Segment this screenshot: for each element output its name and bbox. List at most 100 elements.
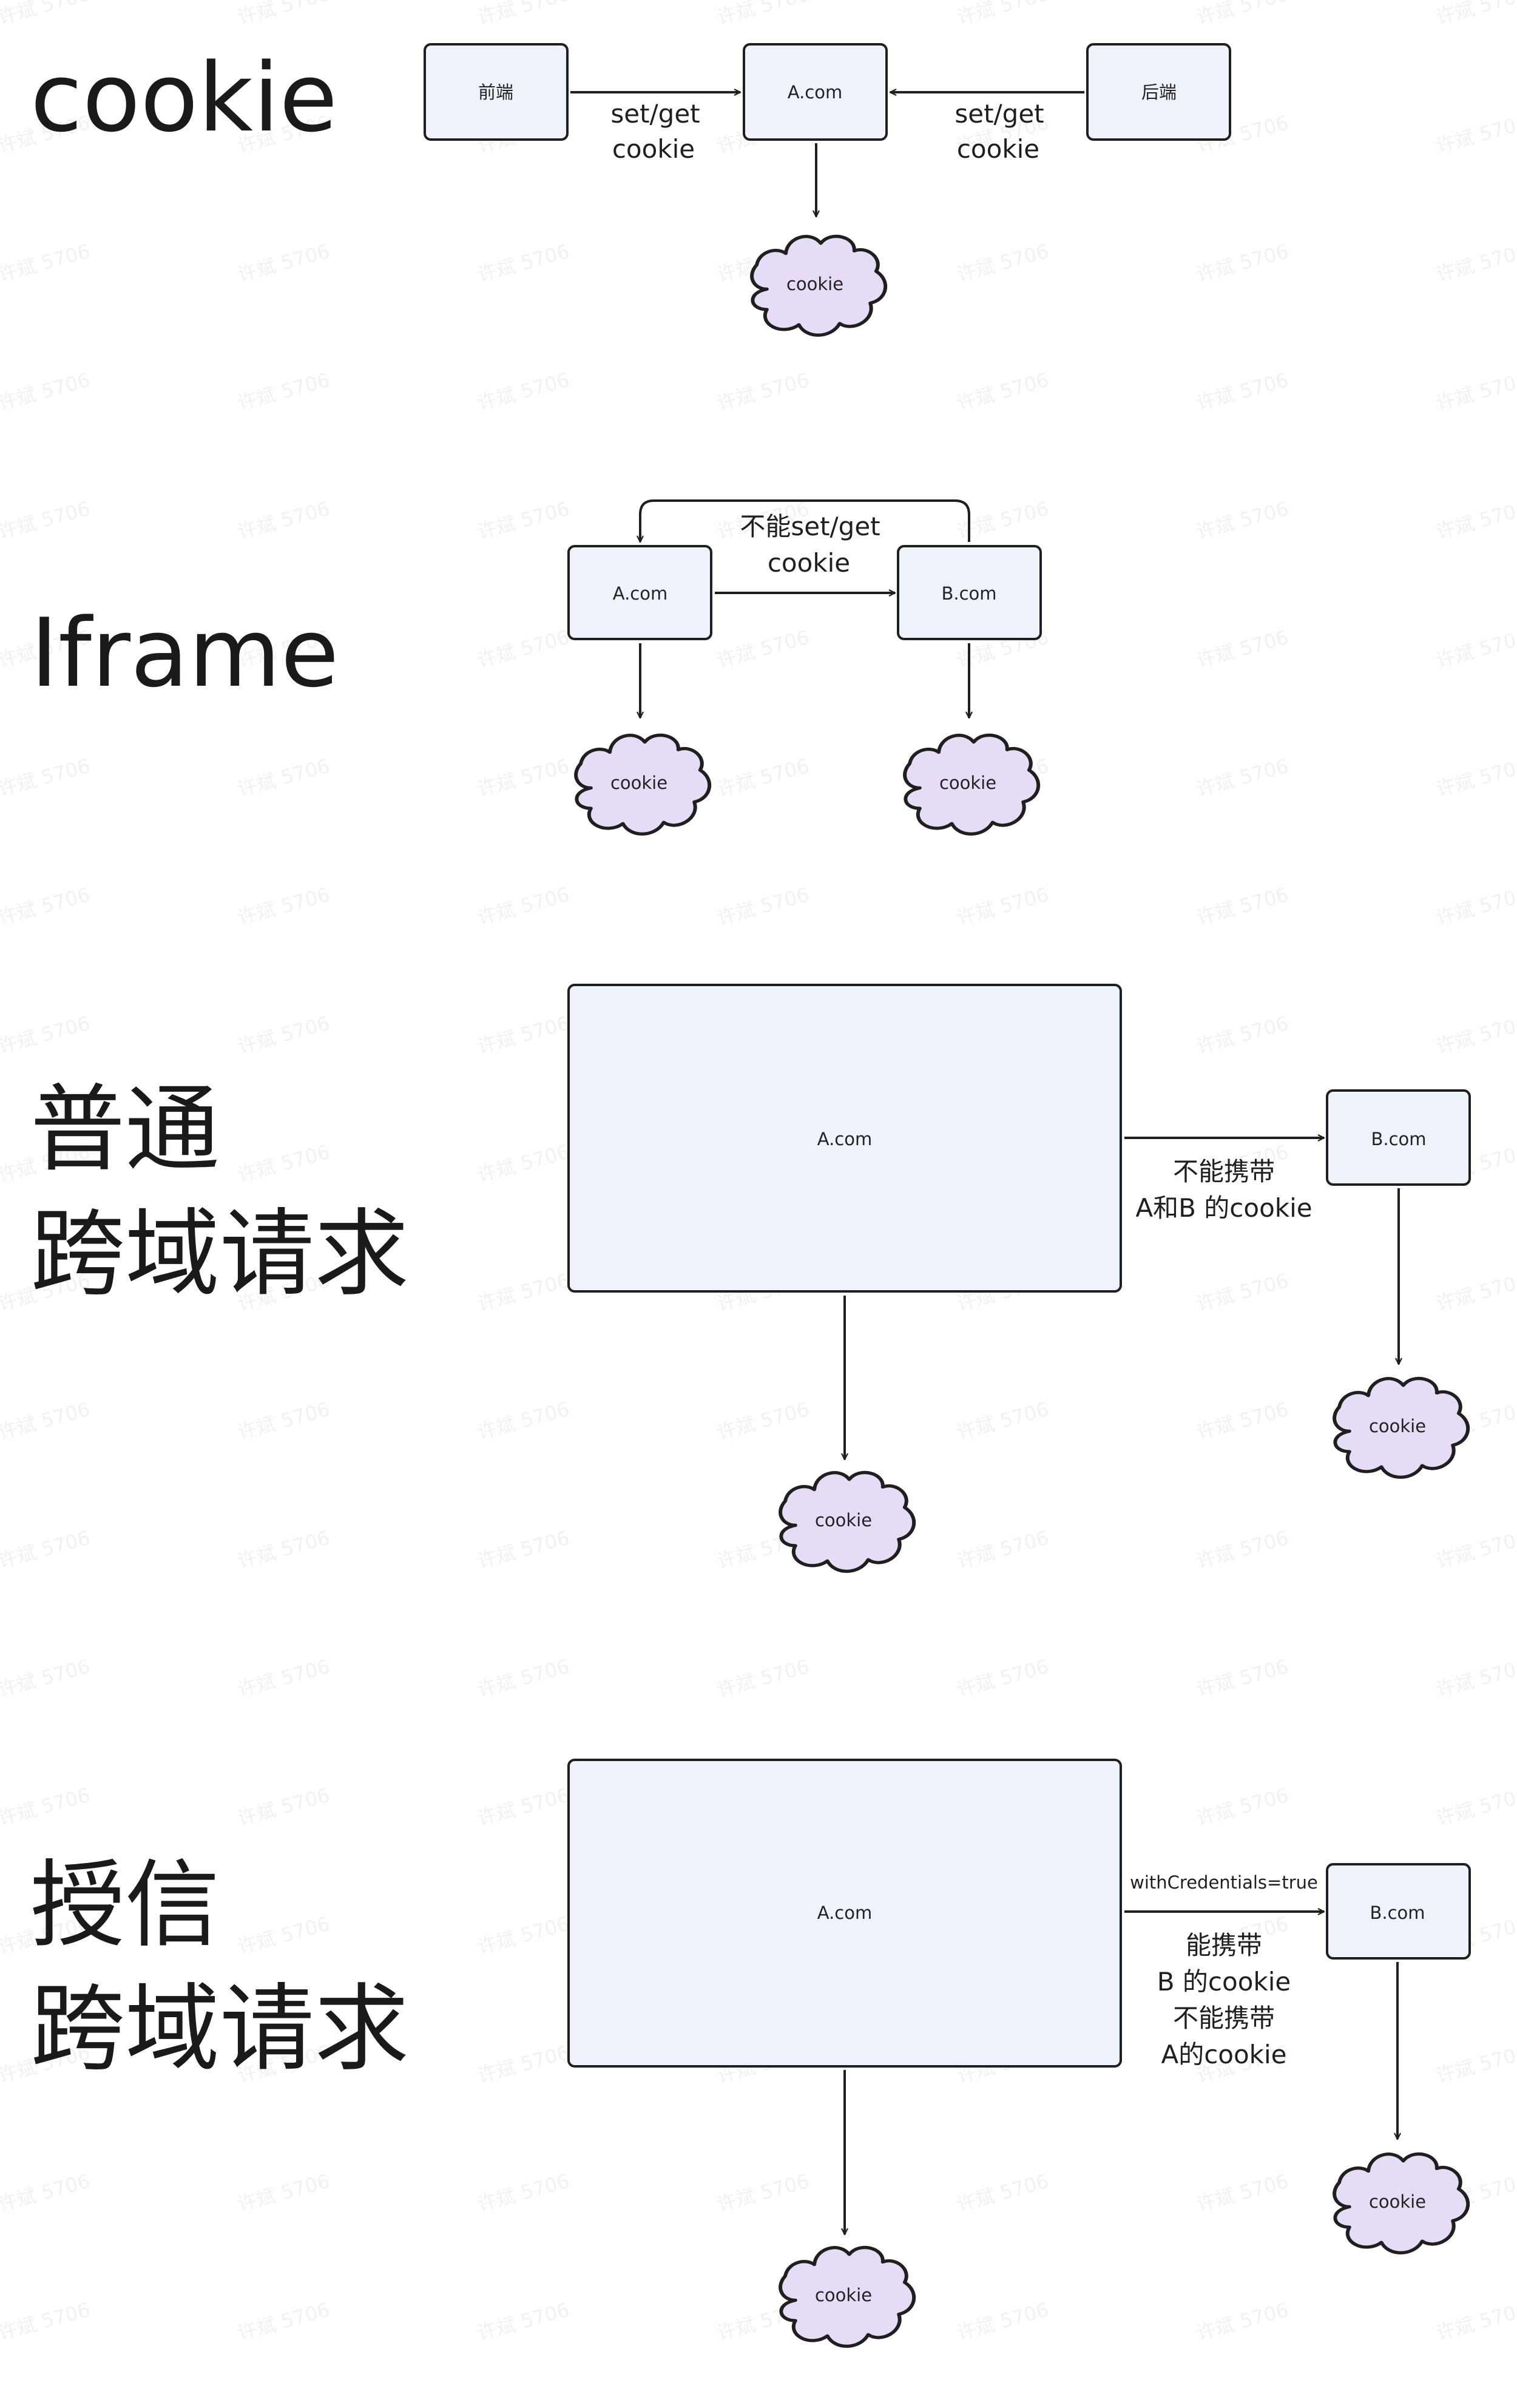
watermark-text: 许斌 5706 <box>1433 626 1517 672</box>
node-a-com-label: A.com <box>788 82 842 103</box>
watermark-text: 许斌 5706 <box>1433 2298 1517 2345</box>
node-b-com-iframe-label: B.com <box>941 583 996 604</box>
watermark-text: 许斌 5706 <box>475 1398 572 1444</box>
watermark-text: 许斌 5706 <box>475 1784 572 1830</box>
watermark-text: 许斌 5706 <box>475 626 572 672</box>
cookie-cloud-b-iframe-label: cookie <box>939 773 996 793</box>
watermark-text: 许斌 5706 <box>0 1012 92 1058</box>
watermark-text: 许斌 5706 <box>1194 626 1291 672</box>
watermark-text: 许斌 5706 <box>1433 1655 1517 1702</box>
watermark-text: 许斌 5706 <box>1433 883 1517 930</box>
watermark-text: 许斌 5706 <box>954 883 1051 930</box>
watermark-text: 许斌 5706 <box>235 1526 332 1573</box>
watermark-text: 许斌 5706 <box>0 754 92 801</box>
watermark-text: 许斌 5706 <box>954 2298 1051 2345</box>
watermark-text: 许斌 5706 <box>475 1912 572 1959</box>
watermark-text: 许斌 5706 <box>1194 240 1291 286</box>
node-a-com-normal-label: A.com <box>817 1129 872 1149</box>
watermark-text: 许斌 5706 <box>714 0 811 29</box>
watermark-text: 许斌 5706 <box>1433 2041 1517 2088</box>
watermark-text: 许斌 5706 <box>475 2170 572 2216</box>
section-cookie: cookie 前端 A.com 后端 set/get cookie set/ge… <box>30 42 1231 335</box>
watermark-text: 许斌 5706 <box>235 883 332 930</box>
node-a-com-credentials-label: A.com <box>817 1902 872 1923</box>
with-credentials-label: withCredentials=true <box>1130 1872 1318 1893</box>
watermark-text: 许斌 5706 <box>0 1784 92 1830</box>
watermark-text: 许斌 5706 <box>235 497 332 544</box>
watermark-text: 许斌 5706 <box>954 1655 1051 1702</box>
node-a-com: A.com <box>743 43 888 141</box>
watermark-text: 许斌 5706 <box>1194 0 1291 29</box>
watermark-text: 许斌 5706 <box>1194 883 1291 930</box>
watermark-text: 许斌 5706 <box>0 1398 92 1444</box>
watermark-text: 许斌 5706 <box>235 1398 332 1444</box>
watermark-text: 许斌 5706 <box>1433 1784 1517 1830</box>
cookie-cloud-b-credentials-label: cookie <box>1369 2191 1426 2212</box>
node-a-com-iframe-label: A.com <box>613 583 667 604</box>
watermark-text: 许斌 5706 <box>1194 754 1291 801</box>
credentials-edge-label-line1: 能携带 <box>1186 1930 1262 1960</box>
watermark-text: 许斌 5706 <box>0 497 92 544</box>
node-b-com-credentials-label: B.com <box>1370 1902 1425 1923</box>
watermark-text: 许斌 5706 <box>0 1655 92 1702</box>
watermark-text: 许斌 5706 <box>0 2170 92 2216</box>
normal-edge-label-line2: A和B 的cookie <box>1135 1193 1312 1223</box>
section-iframe: Iframe A.com B.com 不能set/get cookie cook… <box>30 499 1042 834</box>
cookie-cloud-a-normal: cookie <box>780 1472 914 1571</box>
node-frontend-label: 前端 <box>478 82 513 103</box>
watermark-text: 许斌 5706 <box>475 1140 572 1187</box>
watermark-text: 许斌 5706 <box>1194 1784 1291 1830</box>
section-normal-cors: 普通 跨域请求 A.com B.com 不能携带 A和B 的cookie coo… <box>30 984 1471 1571</box>
watermark-text: 许斌 5706 <box>475 1655 572 1702</box>
watermark-text: 许斌 5706 <box>1433 0 1517 29</box>
watermark-text: 许斌 5706 <box>1433 1526 1517 1573</box>
watermark-text: 许斌 5706 <box>1433 1269 1517 1316</box>
edge-label-right-line2: cookie <box>957 134 1039 164</box>
watermark-text: 许斌 5706 <box>954 368 1051 415</box>
watermark-text: 许斌 5706 <box>1194 2298 1291 2345</box>
watermark-text: 许斌 5706 <box>475 2298 572 2345</box>
watermark-text: 许斌 5706 <box>714 1655 811 1702</box>
node-a-com-iframe: A.com <box>567 545 712 640</box>
section-title-normal-line1: 普通 <box>30 1074 220 1185</box>
watermark-text: 许斌 5706 <box>475 240 572 286</box>
watermark-text: 许斌 5706 <box>1433 497 1517 544</box>
credentials-edge-label-line3: 不能携带 <box>1173 2003 1275 2033</box>
watermark-text: 许斌 5706 <box>235 1012 332 1058</box>
node-b-com-normal-label: B.com <box>1371 1129 1426 1149</box>
watermark-text: 许斌 5706 <box>1433 754 1517 801</box>
watermark-text: 许斌 5706 <box>0 2298 92 2345</box>
watermark-text: 许斌 5706 <box>235 1784 332 1830</box>
watermark-text: 许斌 5706 <box>1433 1012 1517 1058</box>
normal-edge-label-line1: 不能携带 <box>1173 1157 1275 1186</box>
watermark-text: 许斌 5706 <box>0 883 92 930</box>
watermark-text: 许斌 5706 <box>475 497 572 544</box>
watermark-text: 许斌 5706 <box>714 754 811 801</box>
credentials-edge-label-line4: A的cookie <box>1161 2040 1286 2069</box>
cookie-cloud: cookie <box>752 236 885 335</box>
node-backend-label: 后端 <box>1141 82 1177 103</box>
cookie-cloud-b-normal: cookie <box>1334 1378 1468 1477</box>
edge-label-left-line2: cookie <box>612 134 695 164</box>
iframe-edge-label-line1: 不能set/get <box>740 512 880 541</box>
watermark-text: 许斌 5706 <box>954 240 1051 286</box>
credentials-edge-label-line2: B 的cookie <box>1157 1967 1291 1997</box>
watermark-text: 许斌 5706 <box>1194 1012 1291 1058</box>
section-credentials-cors: 授信 跨域请求 A.com B.com withCredentials=true… <box>30 1759 1471 2346</box>
watermark-text: 许斌 5706 <box>235 1140 332 1187</box>
iframe-edge-label-line2: cookie <box>768 548 850 578</box>
watermark-text: 许斌 5706 <box>1194 1269 1291 1316</box>
watermark-text: 许斌 5706 <box>1433 240 1517 286</box>
watermark-text: 许斌 5706 <box>235 1912 332 1959</box>
section-title-normal-line2: 跨域请求 <box>30 1199 409 1309</box>
cookie-cloud-b-iframe: cookie <box>905 735 1038 834</box>
cookie-cloud-a-iframe-label: cookie <box>610 773 667 793</box>
watermark-text: 许斌 5706 <box>714 1398 811 1444</box>
watermark-text: 许斌 5706 <box>1194 1655 1291 1702</box>
cookie-cloud-label: cookie <box>786 274 843 294</box>
watermark-text: 许斌 5706 <box>235 2170 332 2216</box>
cookie-cloud-a-normal-label: cookie <box>815 1510 872 1530</box>
watermark-text: 许斌 5706 <box>954 0 1051 29</box>
cookie-cloud-a-credentials: cookie <box>780 2247 914 2346</box>
